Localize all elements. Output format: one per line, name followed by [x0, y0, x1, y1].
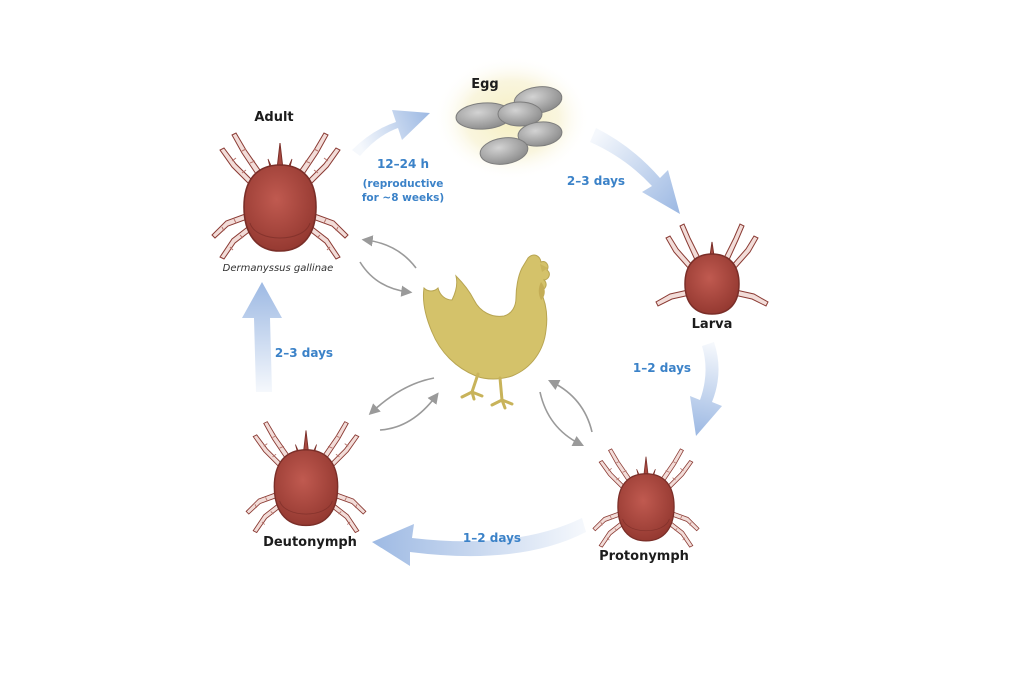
protonymph-mite-icon	[592, 448, 700, 548]
arrow-larva-to-protonymph	[690, 342, 722, 436]
larva-mite-icon	[655, 223, 769, 315]
label-protonymph: Protonymph	[599, 549, 689, 564]
label-egg: Egg	[471, 77, 499, 92]
duration-protonymph-to-deutonymph: 1–2 days	[463, 531, 521, 545]
duration-adult-to-egg-note-1: (reproductive	[363, 178, 444, 190]
duration-adult-to-egg-note-2: for ~8 weeks)	[362, 192, 444, 204]
label-species: Dermanyssus gallinae	[223, 263, 334, 274]
label-adult: Adult	[254, 110, 293, 125]
duration-larva-to-protonymph: 1–2 days	[633, 361, 691, 375]
adult-mite-icon	[211, 132, 349, 260]
label-larva: Larva	[692, 317, 733, 332]
duration-deutonymph-to-adult: 2–3 days	[275, 346, 333, 360]
feeding-arrows	[359, 235, 593, 447]
arrow-protonymph-to-deutonymph	[372, 518, 586, 566]
arrow-deutonymph-to-adult	[242, 282, 282, 392]
arrow-adult-to-egg	[352, 110, 430, 156]
egg-cluster-icon	[434, 56, 590, 180]
chicken-icon	[423, 254, 550, 410]
duration-adult-to-egg: 12–24 h	[377, 157, 429, 171]
arrow-egg-to-larva	[590, 128, 680, 214]
label-deutonymph: Deutonymph	[263, 535, 357, 550]
duration-egg-to-larva: 2–3 days	[567, 174, 625, 188]
deutonymph-mite-icon	[245, 420, 367, 534]
